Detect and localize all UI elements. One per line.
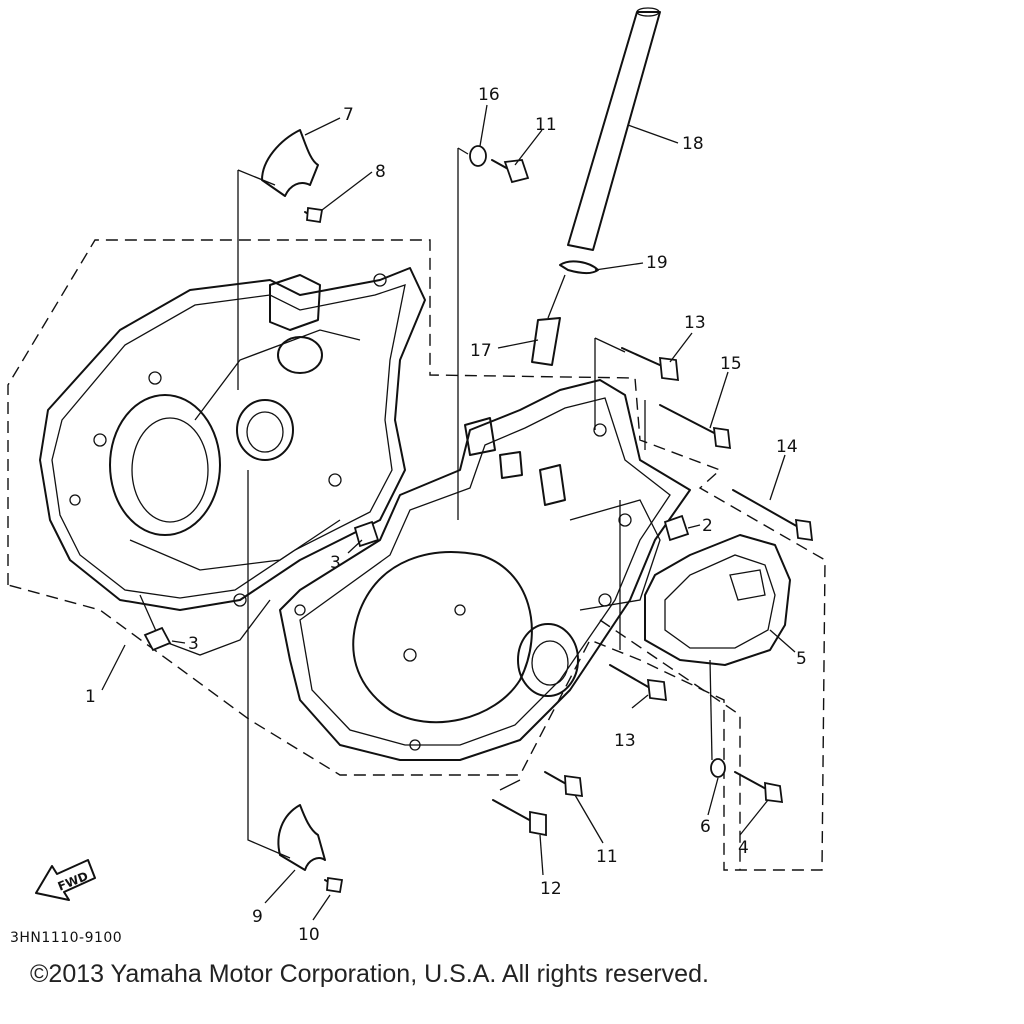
pipe-fitting <box>531 260 599 366</box>
part-label-12: 12 <box>540 879 562 899</box>
part-label-13b: 13 <box>614 731 636 751</box>
fwd-arrow-icon: FWD <box>35 859 96 901</box>
copyright-notice: ©2013 Yamaha Motor Corporation, U.S.A. A… <box>30 960 709 988</box>
part-label-6: 6 <box>700 817 711 837</box>
group-boundaries <box>7 239 826 871</box>
part-label-7: 7 <box>343 105 354 125</box>
breather-pipe <box>567 7 661 251</box>
part-label-14: 14 <box>776 437 798 457</box>
part-label-10: 10 <box>298 925 320 945</box>
part-label-4: 4 <box>738 838 749 858</box>
washers <box>469 145 726 778</box>
right-crankcase <box>279 379 691 761</box>
part-label-15: 15 <box>720 354 742 374</box>
dowel-pins <box>143 514 690 652</box>
retainer-plates <box>261 129 326 871</box>
part-label-19: 19 <box>646 253 668 273</box>
part-label-11b: 11 <box>596 847 618 867</box>
part-labels: 1 2 3 3 4 5 6 7 8 9 10 11 11 12 13 13 14… <box>85 85 807 945</box>
bolts <box>304 159 814 894</box>
part-label-16: 16 <box>478 85 500 105</box>
leader-lines <box>101 104 796 921</box>
diagram-code: 3HN1110-9100 <box>10 930 123 946</box>
part-label-13a: 13 <box>684 313 706 333</box>
part-label-3b: 3 <box>188 634 199 654</box>
part-label-9: 9 <box>252 907 263 927</box>
part-label-2: 2 <box>702 516 713 536</box>
part-label-8: 8 <box>375 162 386 182</box>
left-crankcase <box>39 267 426 656</box>
part-label-11a: 11 <box>535 115 557 135</box>
part-label-17: 17 <box>470 341 492 361</box>
part-label-1: 1 <box>85 687 96 707</box>
case-cover <box>644 534 791 666</box>
part-label-5: 5 <box>796 649 807 669</box>
part-label-18: 18 <box>682 134 704 154</box>
alignment-lines <box>237 147 713 859</box>
part-label-3a: 3 <box>330 553 341 573</box>
